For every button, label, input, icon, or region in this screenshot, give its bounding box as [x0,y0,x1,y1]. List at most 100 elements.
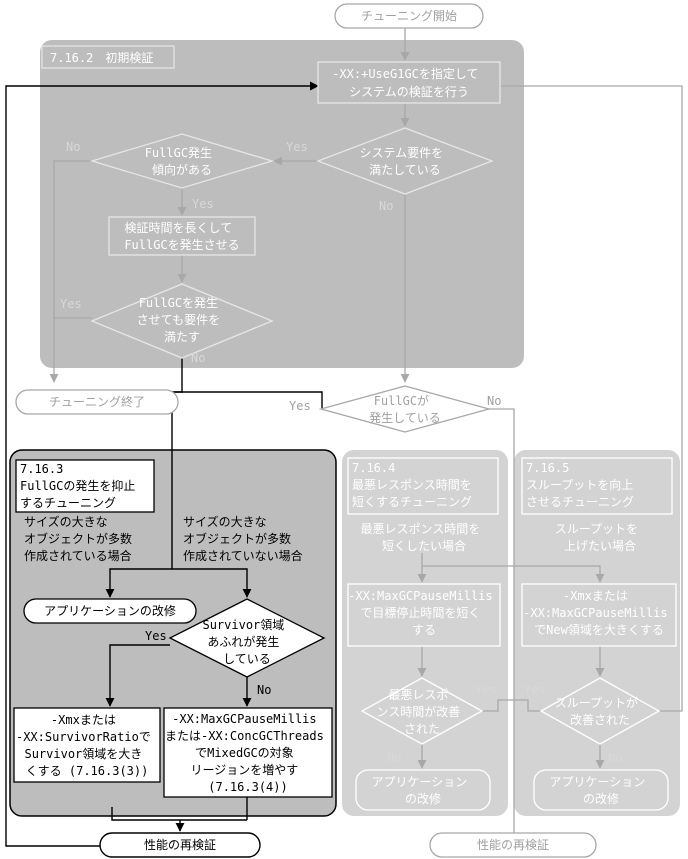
step-pause-target [347,583,501,647]
survivor-ratio-line-1: -Xmxまたは [51,713,116,727]
start-node-label: チューニング開始 [361,9,457,23]
throughput-title-line-3: させるチューニング [526,495,634,509]
throughput-app-fix-text: アプリケーション の改修 [550,775,653,806]
decision-meets-despite-fullgc [90,283,274,359]
mixedgc-line-1: -XX:MaxGCPauseMillis [172,712,317,726]
label-no-occurring: No [487,394,501,408]
pause-target-line-1: -XX:MaxGCPauseMillis [348,589,493,603]
step-new-area-text: -Xmxまたは -XX:MaxGCPauseMillis でNew領域を大きくす… [523,589,675,637]
new-area-line-2: -XX:MaxGCPauseMillis [523,606,668,620]
mixedgc-line-3: でMixedGCの対象 [195,746,294,760]
throughput-improved-line-1: スループットが [555,695,638,710]
start-node [334,3,484,29]
new-area-line-3: でNew領域を大きくする [534,622,664,637]
decision-throughput-improved [539,677,661,745]
label-yes-throughput: Yes [524,683,546,697]
label-no-throughput: No [608,751,622,765]
retest-main-node [99,832,261,858]
survivor-line-2: あふれが発生 [207,634,279,649]
suppress-title-line-1: 7.16.3 [20,462,63,476]
survivor-line-3: している [223,652,271,666]
label-yes-meets: Yes [60,297,82,311]
case-no-large-objects: サイズの大きな オブジェクトが多数 作成されていない場合 [183,514,303,563]
step-use-g1gc-line-2: システムの検証を行う [349,85,469,99]
end-node-label: チューニング終了 [49,394,145,409]
response-case-line-2: 短くしたい場合 [382,538,466,553]
throughput-title-box [521,457,673,515]
response-title-line-1: 7.16.4 [352,461,395,475]
decision-survivor-overflow-text: Survivor領域 あふれが発生 している [202,617,291,666]
decision-requirements [316,127,494,195]
label-no-meets: No [191,351,205,365]
case-large-line-3: 作成されている場合 [24,548,132,563]
step-lengthen-test-line-2: FullGCを発生させる [124,238,239,252]
suppress-fullgc-title: 7.16.3 FullGCの発生を抑止 するチューニング [20,462,143,510]
decision-throughput-improved-text: スループットが 改善された [555,695,646,727]
decision-survivor-overflow [168,598,326,678]
survivor-ratio-line-4: くする (7.16.3(3)) [26,764,149,778]
case-no-large-line-3: 作成されていない場合 [183,548,303,563]
throughput-title-line-1: 7.16.5 [526,461,569,475]
decision-fullgc-tendency-line-1: FullGC発生 [145,146,212,160]
suppress-fullgc-title-box [15,459,155,513]
response-time-title-box [347,457,499,515]
survivor-ratio-line-2: -XX:SurvivorRatioで [16,730,151,744]
decision-requirements-line-2: 満たしている [369,163,441,177]
decision-fullgc-occurring-text: FullGCが 発生している [369,393,441,425]
decision-fullgc-occurring-line-2: 発生している [369,411,441,425]
throughput-app-fix-line-1: アプリケーション [550,775,646,789]
label-yes-requirements: Yes [286,140,308,154]
gray-connectors [49,28,683,851]
label-yes-survivor: Yes [145,629,167,643]
case-no-large-line-1: サイズの大きな [183,514,267,529]
label-yes-response: Yes [475,683,497,697]
step-lengthen-test-line-1: 検証時間を長くして [125,221,233,235]
throughput-title-line-2: スループットを向上 [526,477,633,492]
decision-meets-line-2: させても要件を [137,313,220,327]
mixedgc-line-4: リージョンを増やす [191,763,299,777]
response-case-label: 最悪レスポンス時間を 短くしたい場合 [361,522,488,553]
case-large-objects: サイズの大きな オブジェクトが多数 作成されている場合 [24,514,139,563]
new-area-line-1: -Xmxまたは [563,589,628,603]
throughput-case-label: スループットを 上げたい場合 [555,522,646,553]
throughput-title: 7.16.5 スループットを向上 させるチューニング [526,461,641,509]
step-survivor-ratio [13,707,161,783]
mixedgc-line-5: (7.16.3(4)) [208,780,287,794]
response-title-line-3: 短くするチューニング [352,495,472,509]
decision-requirements-text: システム要件を 満たしている [360,146,451,177]
response-title-line-2: 最悪レスポンス時間を [352,478,472,492]
decision-response-improved [360,677,484,745]
decision-fullgc-occurring-line-1: FullGCが [374,393,429,408]
throughput-app-fix-line-2: の改修 [583,791,619,806]
pause-target-line-2: で目標停止時間を短く [360,605,480,620]
response-app-fix-text: アプリケーション の改修 [372,775,475,806]
decision-fullgc-tendency-text: FullGC発生 傾向がある [145,146,220,177]
step-use-g1gc [317,61,501,104]
pause-target-line-3: する [412,623,436,637]
decision-fullgc-tendency [89,133,275,189]
decision-meets-despite-fullgc-text: FullGCを発生 させても要件を 満たす [137,296,228,344]
label-no-survivor: No [257,683,271,697]
step-pause-target-text: -XX:MaxGCPauseMillis で目標停止時間を短く する [348,589,500,637]
survivor-line-1: Survivor領域 [202,617,284,632]
case-large-line-2: オブジェクトが多数 [24,531,132,546]
decision-fullgc-occurring [318,385,492,433]
retest-side-label: 性能の再検証 [477,838,549,852]
label-no-requirements: No [379,199,393,213]
step-lengthen-test [108,216,256,256]
step-survivor-ratio-text: -Xmxまたは -XX:SurvivorRatioで Survivor領域を大き… [16,713,158,778]
step-new-area [521,583,677,647]
case-no-large-line-2: オブジェクトが多数 [183,531,291,546]
response-app-fix-node [355,769,491,811]
step-mixedgc-text: -XX:MaxGCPauseMillis または-XX:ConcGCThread… [165,712,331,794]
label-yes-tendency: Yes [192,197,214,211]
case-large-line-1: サイズの大きな [24,514,108,529]
label-no-response: No [387,751,401,765]
mixedgc-line-2: または-XX:ConcGCThreads [165,729,324,743]
black-connectors [5,81,323,847]
initial-verification-title-box [41,45,175,69]
suppress-title-line-3: するチューニング [20,496,116,510]
app-fix-node-label: アプリケーションの改修 [44,603,176,618]
label-yes-occurring: Yes [289,399,311,413]
